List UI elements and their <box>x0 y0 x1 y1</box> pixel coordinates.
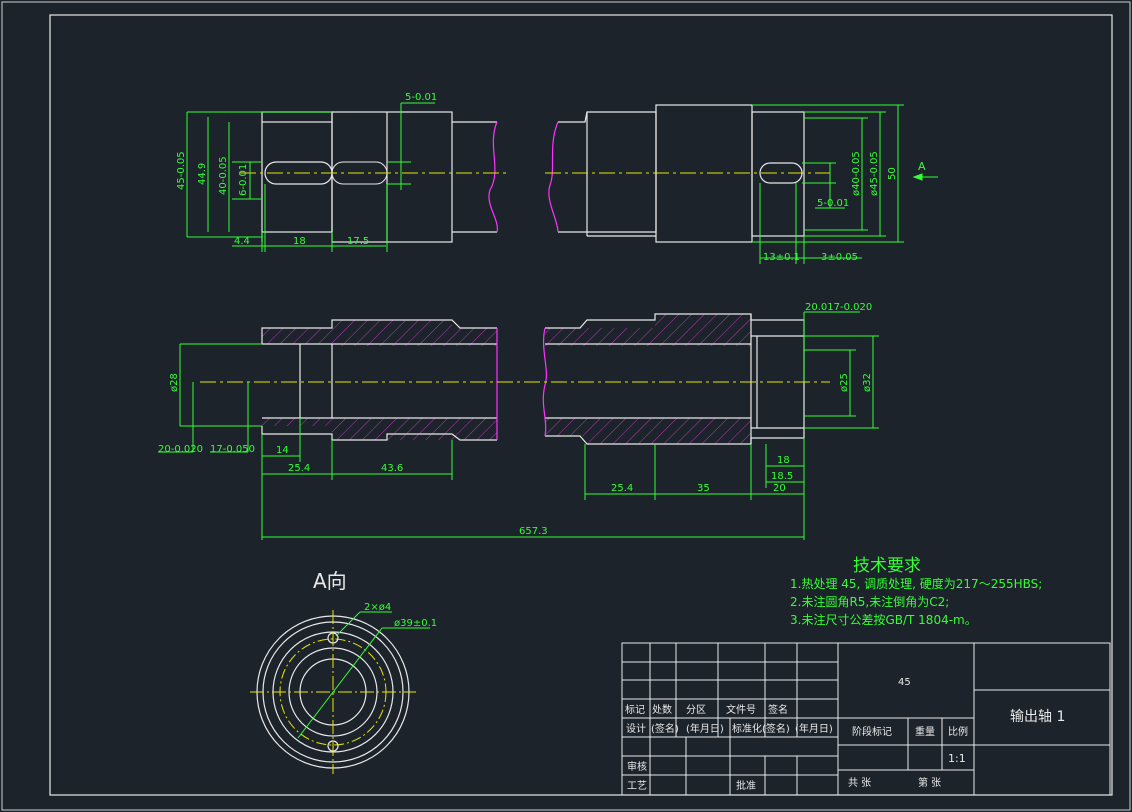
part-name: 输出轴 1 <box>1010 709 1065 725</box>
section-hatch <box>262 314 751 444</box>
tech-requirement-2: 2.未注圆角R5,未注倒角为C2; <box>790 595 950 609</box>
a-view-pcd-label: ø39±0.1 <box>394 618 437 629</box>
dim-s20-017-label: 20.017-0.020 <box>805 302 872 313</box>
design-0: 设计 <box>626 722 646 735</box>
dim-40-label: 40-0.05 <box>218 156 229 195</box>
design-2: (年月日) <box>686 722 724 735</box>
dim-s32-label: ø32 <box>862 373 873 392</box>
design-1: (签名) <box>651 722 679 735</box>
dims-section <box>158 311 879 540</box>
dim-r45-label: ø45-0.05 <box>869 151 880 196</box>
total-sheets: 共 张 <box>848 777 871 789</box>
dim-s18-5-label: 18.5 <box>771 471 793 482</box>
dim-s20-label: 20-0.020 <box>158 444 203 455</box>
dim-s25-4-left-label: 25.4 <box>288 463 310 474</box>
dim-5-label: 5-0.01 <box>405 92 437 103</box>
dim-6-label: 6-0.01 <box>238 164 249 196</box>
dim-44-9-label: 44.9 <box>197 163 208 185</box>
scale-value: 1:1 <box>948 752 966 765</box>
dims-top-right <box>752 104 938 264</box>
dim-r5-label: 5-0.01 <box>817 198 849 209</box>
dim-s20-right-label: 20 <box>773 483 786 494</box>
design-4: (签名) <box>762 722 790 735</box>
dim-s43-6-label: 43.6 <box>381 463 403 474</box>
dim-s35-label: 35 <box>697 483 710 494</box>
rev-header-3: 文件号 <box>726 703 756 716</box>
tech-requirements-title: 技术要求 <box>853 556 921 576</box>
tech-requirement-3: 3.未注尺寸公差按GB/T 1804-m。 <box>790 613 977 627</box>
stage-label: 阶段标记 <box>852 725 892 738</box>
rev-header-0: 标记 <box>625 704 645 716</box>
dim-s18-label: 18 <box>777 455 790 466</box>
rev-header-2: 分区 <box>686 704 706 716</box>
dim-s14-label: 14 <box>276 445 289 456</box>
break-line-right <box>548 121 559 233</box>
title-block <box>621 642 1111 796</box>
top-view-right <box>558 104 805 243</box>
rev-header-1: 处数 <box>652 703 672 716</box>
dim-r50-label: 50 <box>887 167 898 180</box>
tech-requirement-1: 1.热处理 45, 调质处理, 硬度为217～255HBS; <box>790 577 1043 591</box>
a-view-title: A向 <box>313 569 347 593</box>
dim-18-label: 18 <box>293 236 306 247</box>
material-label: 45 <box>898 677 911 688</box>
dims-top-left <box>186 102 435 252</box>
view-a-label: A <box>918 160 926 173</box>
dim-s17-label: 17-0.050 <box>210 444 255 455</box>
break-line-left <box>488 121 498 233</box>
dim-45-label: 45-0.05 <box>176 151 187 190</box>
dim-s25-4-right-label: 25.4 <box>611 483 633 494</box>
dim-r3-label: 3±0.05 <box>821 252 858 263</box>
inner-frame <box>49 14 1113 796</box>
dim-total-label: 657.3 <box>519 526 548 537</box>
dim-4-4-label: 4.4 <box>234 236 250 247</box>
section-break-right <box>542 327 548 437</box>
design-3: 标准化 <box>732 722 762 735</box>
approve-label: 批准 <box>736 779 756 792</box>
dim-s25-label: ø25 <box>839 373 850 392</box>
process-label: 工艺 <box>627 780 647 792</box>
top-view-left <box>261 111 497 243</box>
sheet-no: 第 张 <box>918 776 941 789</box>
dim-s28-label: ø28 <box>169 373 180 392</box>
weight-label: 重量 <box>915 725 935 738</box>
dim-r13-label: 13±0.1 <box>763 252 800 263</box>
rev-header-4: 签名 <box>768 703 788 716</box>
dim-17-5-label: 17.5 <box>347 236 369 247</box>
a-view-holes-label: 2×ø4 <box>364 602 391 613</box>
review-label: 审核 <box>627 760 647 773</box>
a-view <box>250 610 430 774</box>
scale-label: 比例 <box>948 725 968 738</box>
design-5: (年月日) <box>795 722 833 735</box>
dim-r40-label: ø40-0.05 <box>851 151 862 196</box>
